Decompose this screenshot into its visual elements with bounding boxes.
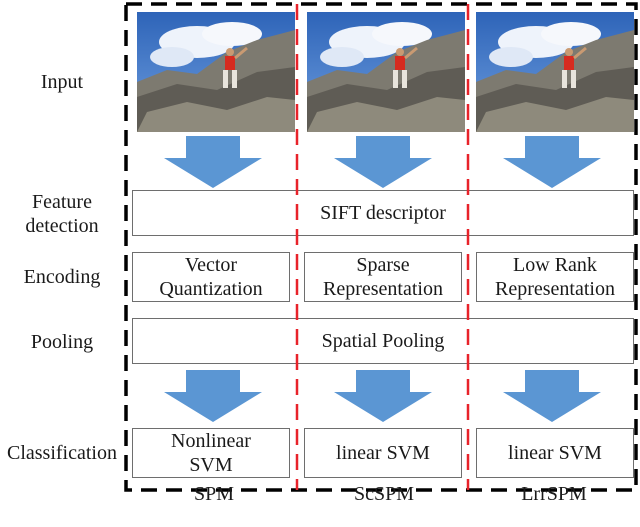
sift-descriptor-box: SIFT descriptor xyxy=(132,190,634,236)
outer-dashed-frame xyxy=(124,2,638,492)
down-arrow-icon xyxy=(164,370,262,422)
climber-photo-icon xyxy=(476,12,634,132)
encoding-line1: Sparse xyxy=(356,254,410,276)
down-arrow-icon xyxy=(334,370,432,422)
encoding-line2: Quantization xyxy=(159,278,263,300)
encoding-line2: Representation xyxy=(495,278,615,300)
encoding-line1: Vector xyxy=(184,254,238,276)
column-label-spm: SPM xyxy=(193,483,235,505)
down-arrow-icon xyxy=(503,370,601,422)
climber-photo-icon xyxy=(137,12,295,132)
encoding-box-lrrspm: Low Rank Representation xyxy=(476,252,634,302)
sift-descriptor-label: SIFT descriptor xyxy=(320,202,446,224)
down-arrow-icon xyxy=(503,136,601,188)
spatial-pooling-label: Spatial Pooling xyxy=(321,330,445,352)
column-label-lrrspm: LrrSPM xyxy=(521,483,587,505)
encoding-line1: Low Rank xyxy=(513,254,597,276)
row-label-pooling: Pooling xyxy=(30,331,94,353)
down-arrow-icon xyxy=(164,136,262,188)
classifier-box-lrrspm: linear SVM xyxy=(476,428,634,478)
encoding-line2: Representation xyxy=(323,278,443,300)
classifier-line1: linear SVM xyxy=(336,442,430,464)
classifier-line1: linear SVM xyxy=(508,442,602,464)
classifier-line1: Nonlinear xyxy=(171,430,251,452)
down-arrow-icon xyxy=(334,136,432,188)
column-label-scspm: ScSPM xyxy=(353,483,415,505)
classifier-box-scspm: linear SVM xyxy=(304,428,462,478)
row-label-feature-line1: Feature xyxy=(32,191,92,213)
row-label-feature-detection: Feature detection xyxy=(0,190,124,238)
row-label-encoding: Encoding xyxy=(23,266,101,288)
encoding-box-spm: Vector Quantization xyxy=(132,252,290,302)
spatial-pooling-box: Spatial Pooling xyxy=(132,318,634,364)
row-label-input: Input xyxy=(40,71,84,93)
row-label-classification: Classification xyxy=(7,442,117,464)
classifier-box-spm: Nonlinear SVM xyxy=(132,428,290,478)
classifier-line2: SVM xyxy=(189,454,233,476)
encoding-box-scspm: Sparse Representation xyxy=(304,252,462,302)
row-label-feature-line2: detection xyxy=(25,215,99,237)
climber-photo-icon xyxy=(307,12,465,132)
